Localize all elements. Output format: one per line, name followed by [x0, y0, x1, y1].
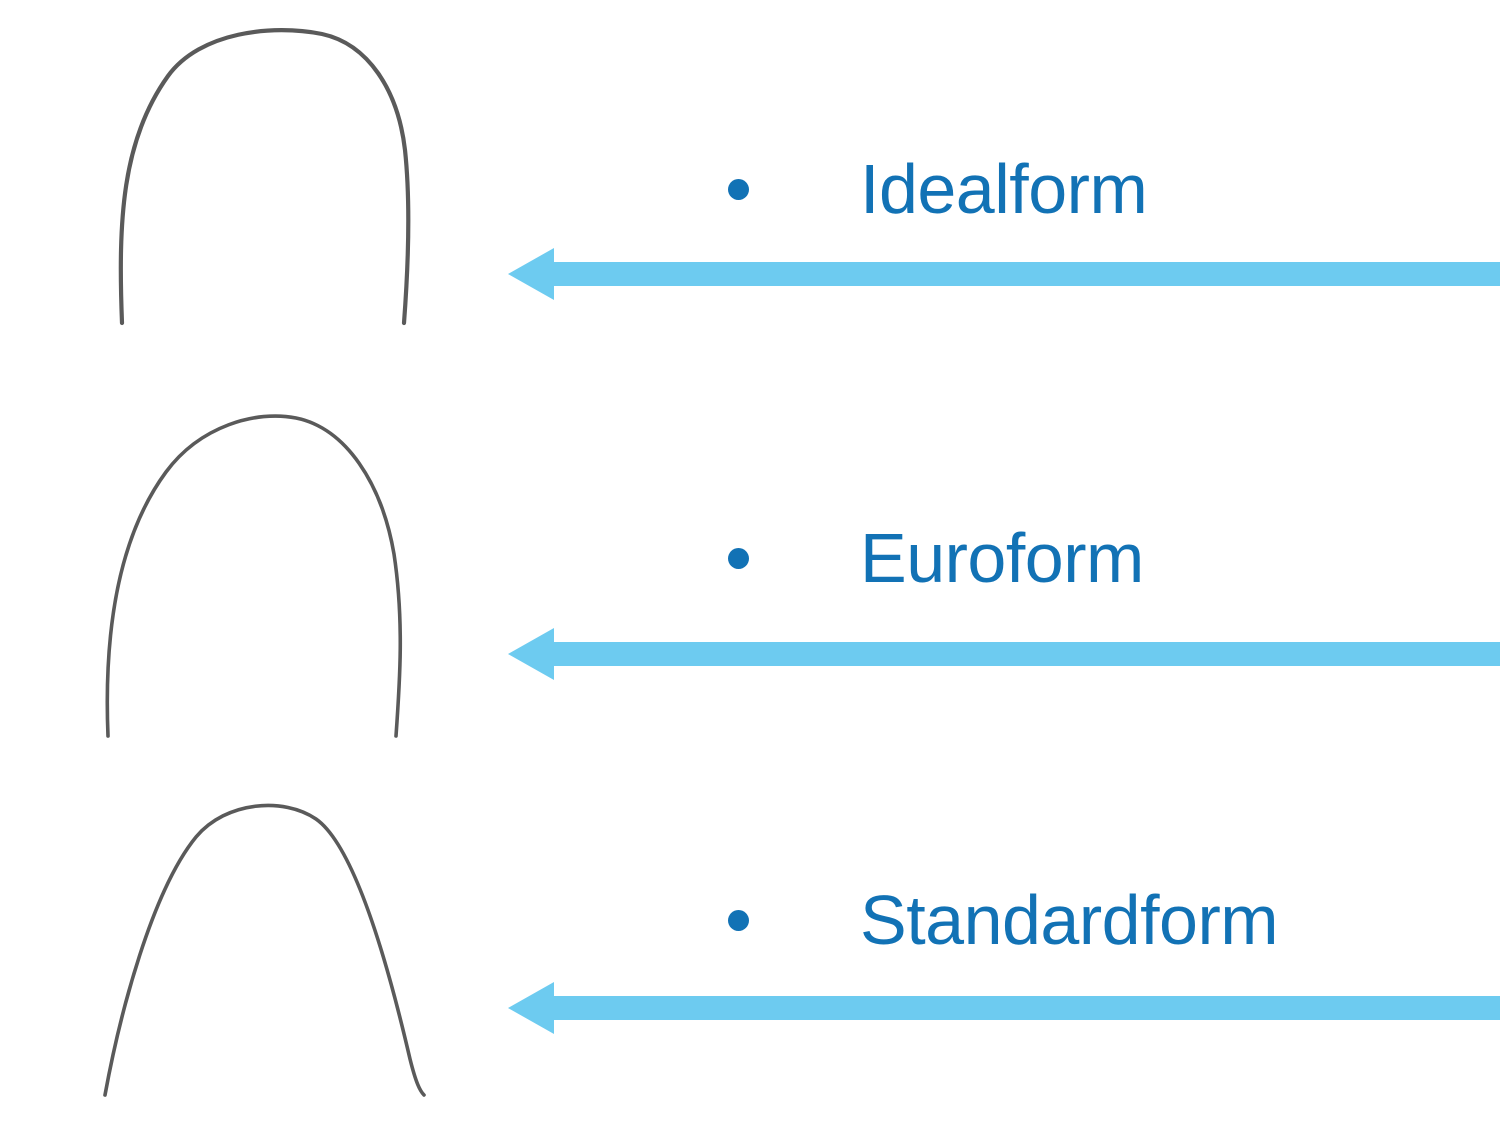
arrow-left-idealform: [508, 246, 1500, 302]
label-standardform: Standardform: [860, 881, 1279, 959]
list-item-euroform[interactable]: Euroform: [728, 515, 1144, 601]
euroform-archwire: [60, 408, 480, 748]
label-idealform: Idealform: [860, 150, 1148, 228]
idealform-archwire: [60, 20, 480, 340]
label-euroform: Euroform: [860, 519, 1144, 597]
bullet-icon: [728, 909, 749, 931]
standardform-archwire: [60, 795, 480, 1105]
list-item-idealform[interactable]: Idealform: [728, 146, 1148, 232]
bullet-icon: [728, 178, 749, 200]
arrow-left-euroform: [508, 626, 1500, 682]
arrow-left-standardform: [508, 980, 1500, 1036]
bullet-icon: [728, 547, 749, 569]
list-item-standardform[interactable]: Standardform: [728, 877, 1279, 963]
